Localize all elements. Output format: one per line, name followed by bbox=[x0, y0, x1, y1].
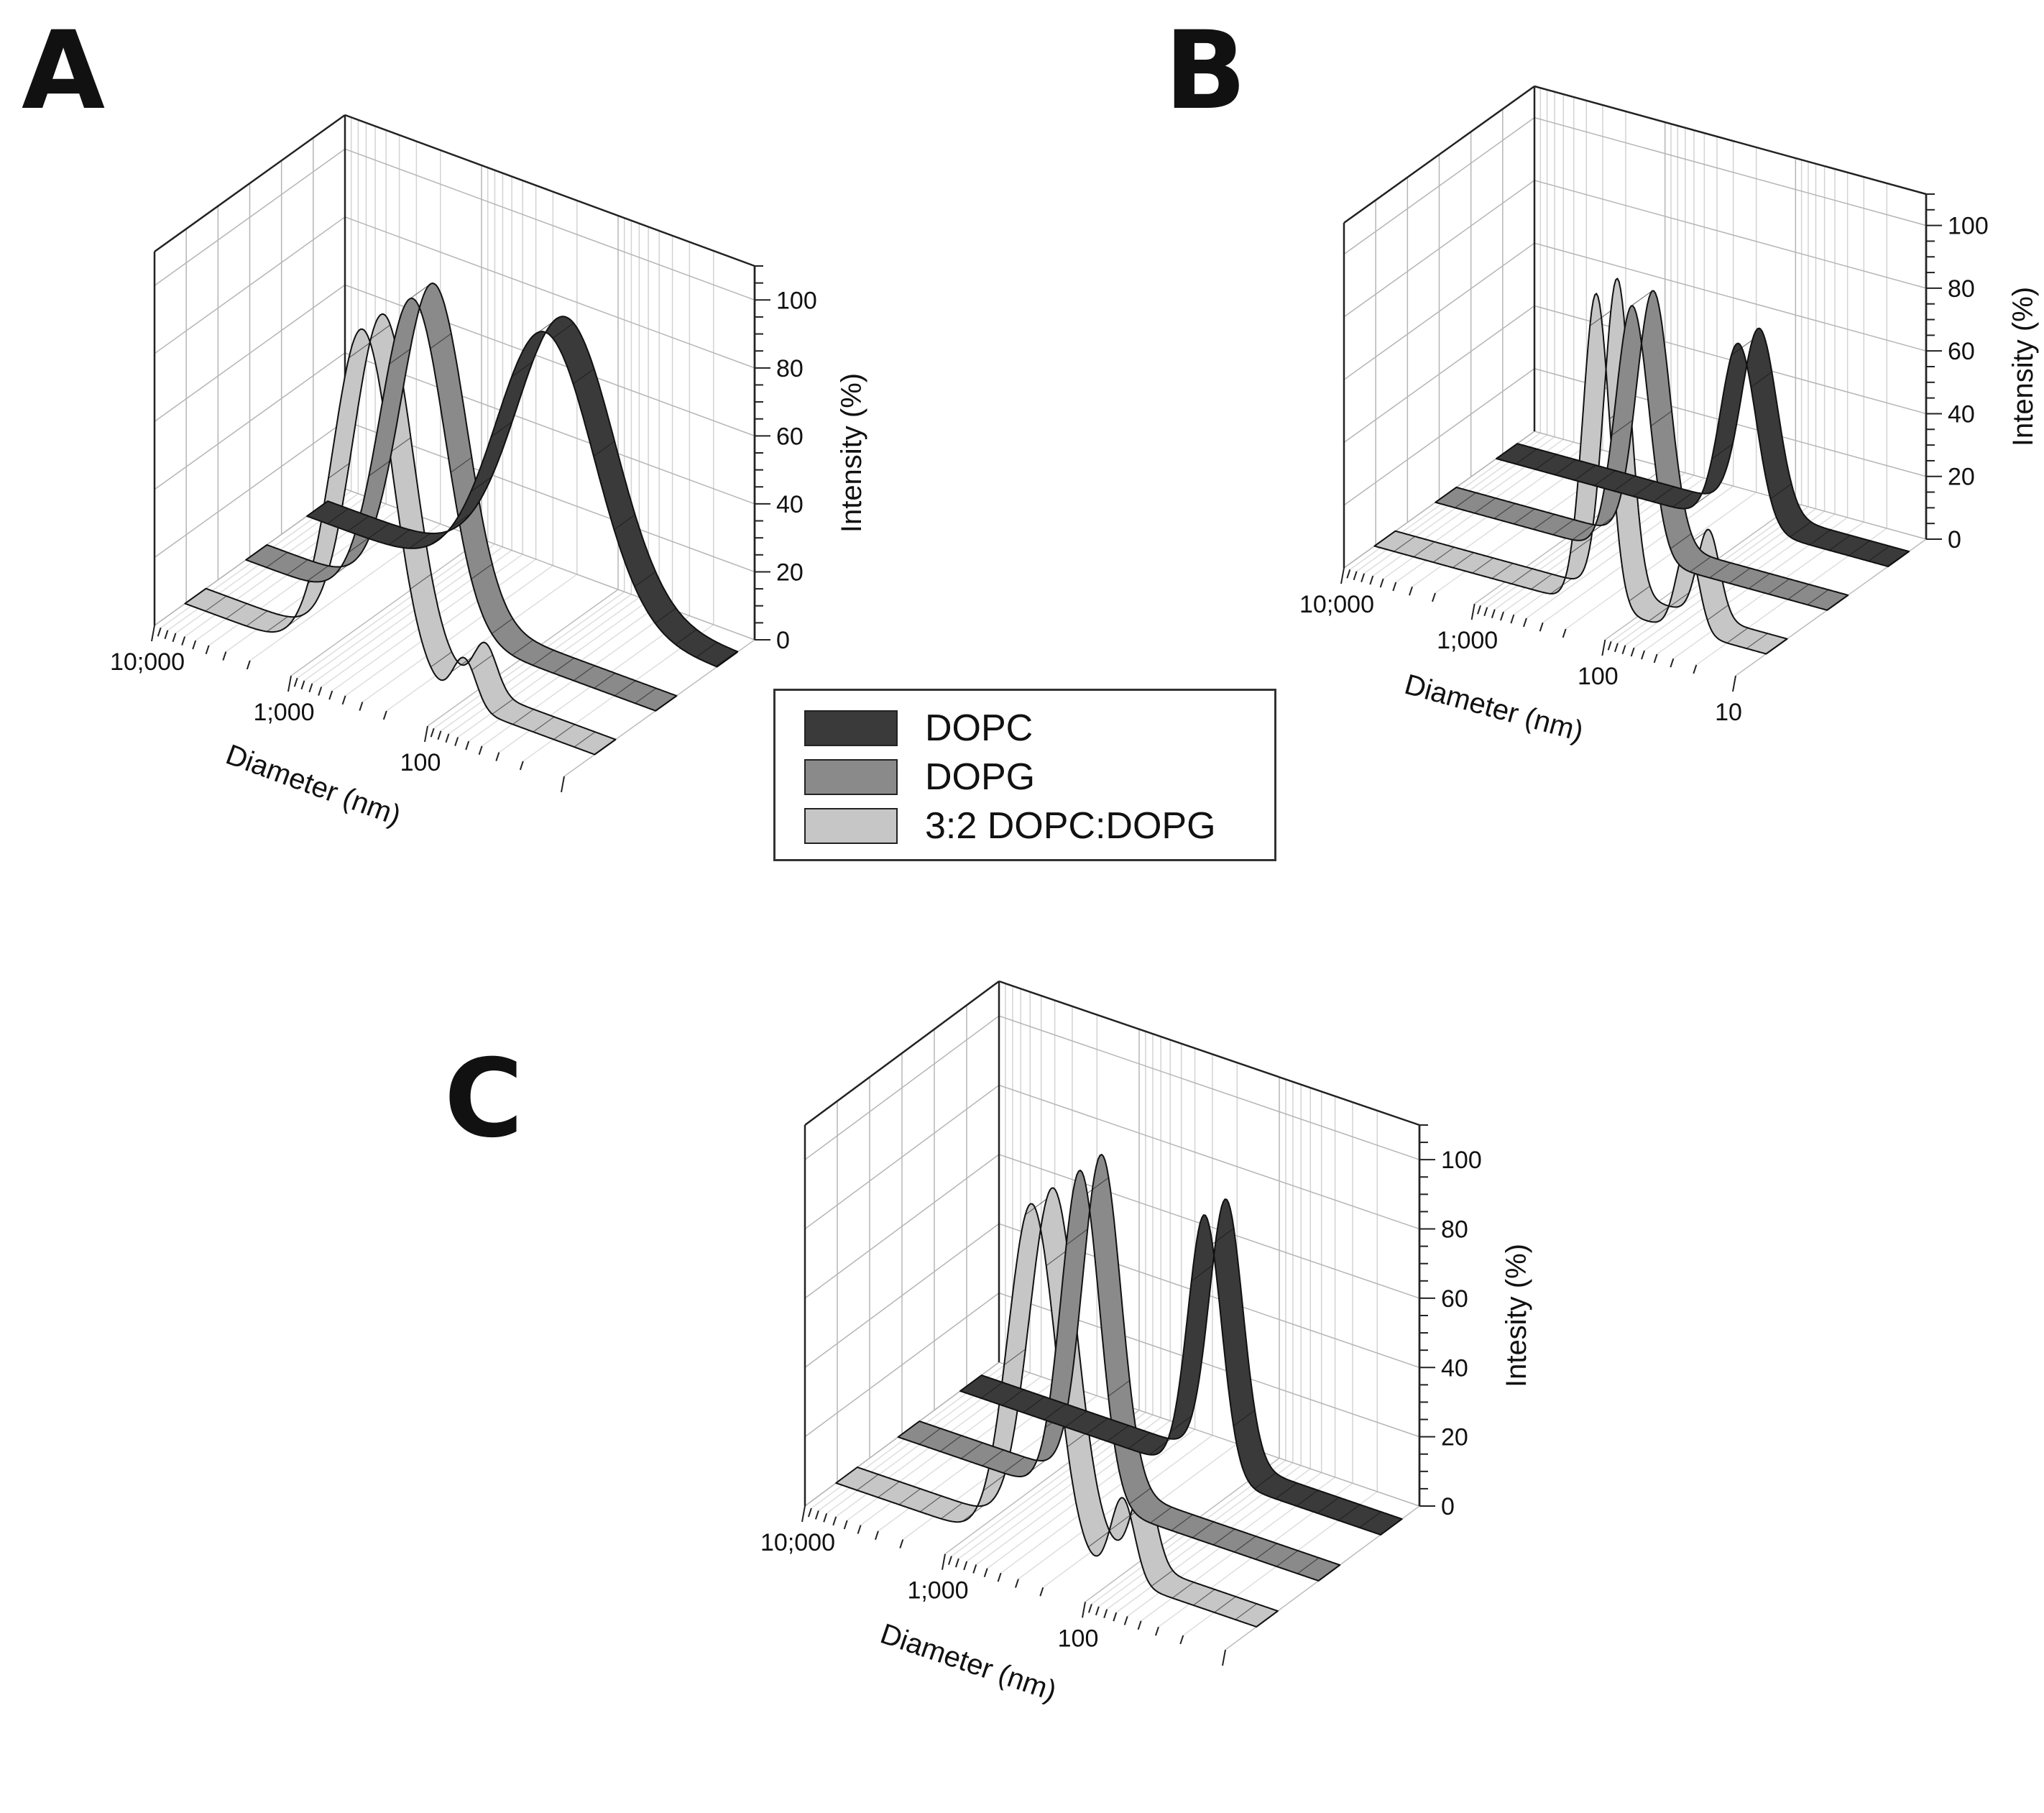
diameter-tick-label: 10;000 bbox=[760, 1529, 835, 1556]
intensity-tick-label: 40 bbox=[1948, 400, 1975, 428]
panel-letter-a: A bbox=[22, 9, 105, 134]
ribbon-surface-dopg bbox=[245, 283, 678, 712]
legend-item-dopc: DOPC bbox=[804, 707, 1033, 750]
series-dopc-a bbox=[306, 316, 739, 668]
diameter-axis-title: Diameter (nm) bbox=[1401, 669, 1587, 748]
diameter-tick-label: 10;000 bbox=[1299, 591, 1374, 618]
panel-letter-b: B bbox=[1164, 9, 1246, 134]
legend-swatch-dopc bbox=[804, 710, 898, 746]
series-dopg-c bbox=[897, 1154, 1341, 1582]
intensity-axis-title: Intensity (%) bbox=[2007, 287, 2039, 446]
intensity-axis-title: Intensity (%) bbox=[836, 373, 867, 533]
intensity-tick-label: 100 bbox=[776, 287, 817, 314]
intensity-tick-label: 100 bbox=[1948, 213, 1989, 240]
series-dopc-b bbox=[1496, 327, 1910, 567]
intensity-tick-label: 80 bbox=[776, 355, 804, 382]
legend-label-dopc: DOPC bbox=[925, 707, 1033, 749]
intensity-tick-label: 40 bbox=[1441, 1354, 1468, 1382]
intensity-tick-label: 80 bbox=[1441, 1216, 1468, 1244]
intensity-tick-label: 0 bbox=[776, 627, 790, 654]
intensity-tick-label: 40 bbox=[776, 491, 804, 518]
series-dopg-b bbox=[1435, 290, 1849, 611]
intensity-tick-label: 20 bbox=[1948, 464, 1975, 491]
diameter-tick-label: 10 bbox=[1715, 699, 1742, 726]
diameter-tick-label: 100 bbox=[400, 749, 441, 776]
intensity-tick-label: 100 bbox=[1441, 1147, 1482, 1174]
legend-item-dopg: DOPG bbox=[804, 756, 1035, 799]
diameter-tick-label: 1;000 bbox=[907, 1577, 968, 1605]
intensity-tick-label: 20 bbox=[776, 559, 804, 586]
series-dopc-c bbox=[959, 1198, 1403, 1536]
diameter-tick-label: 100 bbox=[1578, 663, 1619, 690]
legend-label-dopg: DOPG bbox=[925, 756, 1036, 798]
legend-item-mixture: 3:2 DOPC:DOPG bbox=[804, 804, 1216, 848]
legend-swatch-mixture bbox=[804, 808, 898, 844]
series-dopg-a bbox=[245, 283, 678, 712]
legend: DOPC DOPG 3:2 DOPC:DOPG bbox=[773, 689, 1276, 861]
intensity-tick-label: 60 bbox=[776, 423, 804, 450]
legend-swatch-dopg bbox=[804, 759, 898, 795]
diameter-tick-label: 10;000 bbox=[110, 648, 185, 676]
series-3-2-dopc-dopg-c bbox=[835, 1187, 1279, 1628]
intensity-tick-label: 60 bbox=[1948, 338, 1975, 365]
diameter-tick-label: 100 bbox=[1058, 1625, 1099, 1652]
intensity-tick-label: 0 bbox=[1441, 1493, 1455, 1520]
diameter-tick-label: 1;000 bbox=[253, 699, 314, 726]
intensity-tick-label: 20 bbox=[1441, 1424, 1468, 1451]
intensity-axis-title: Intesity (%) bbox=[1501, 1244, 1532, 1387]
diameter-axis-title: Diameter (nm) bbox=[221, 739, 405, 832]
legend-label-mixture: 3:2 DOPC:DOPG bbox=[925, 805, 1216, 847]
intensity-tick-label: 0 bbox=[1948, 526, 1961, 554]
diameter-tick-label: 1;000 bbox=[1437, 627, 1498, 654]
intensity-tick-label: 80 bbox=[1948, 275, 1975, 303]
diameter-axis-title: Diameter (nm) bbox=[876, 1617, 1060, 1707]
panel-b: B 10;000 1;000 100 10 Diameter (nm) 0 20 40 60 80 1… bbox=[1164, 9, 2039, 748]
intensity-tick-label: 60 bbox=[1441, 1285, 1468, 1313]
panel-letter-c: C bbox=[444, 1037, 523, 1162]
